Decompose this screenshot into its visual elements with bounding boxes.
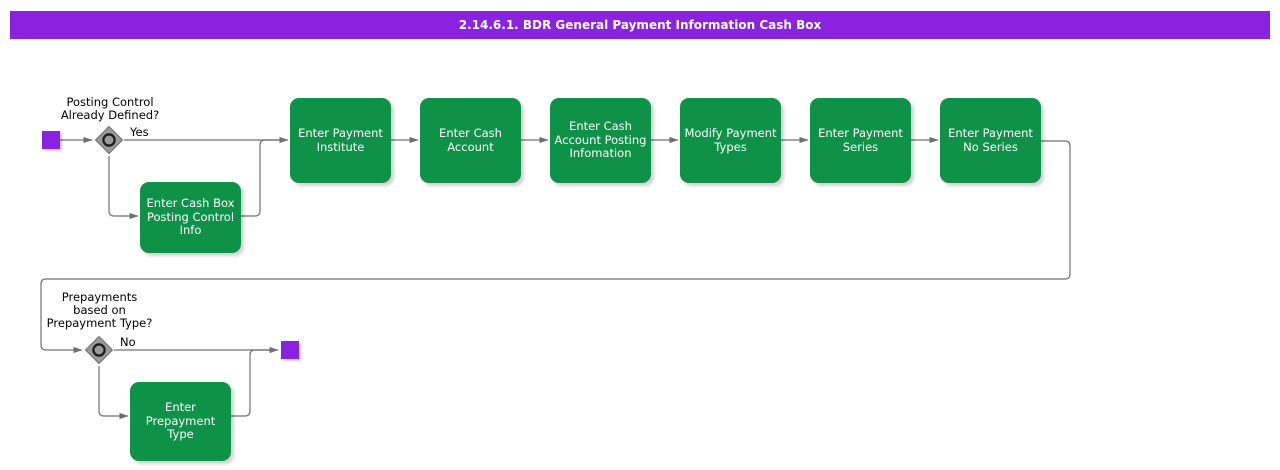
task-enter-cash-account[interactable]: Enter Cash Account — [420, 98, 521, 183]
task-label: Enter Payment Series — [818, 126, 903, 154]
task-label: Enter Payment No Series — [948, 126, 1033, 154]
task-label: Enter Cash Account — [439, 126, 502, 154]
edge-gateway2-yes — [98, 366, 129, 420]
gateway-prepayments[interactable] — [84, 335, 114, 365]
edge-gateway1-no — [108, 156, 139, 220]
task-enter-cash-box-posting-control-info[interactable]: Enter Cash Box Posting Control Info — [140, 182, 241, 253]
task-enter-payment-series[interactable]: Enter Payment Series — [810, 98, 911, 183]
task-label: Enter Cash Box Posting Control Info — [146, 196, 235, 238]
edge-prepayment-merge — [231, 349, 272, 417]
gateway-diamond-icon — [94, 125, 124, 155]
task-enter-payment-institute[interactable]: Enter Payment Institute — [290, 98, 391, 183]
task-label: Enter Prepayment Type — [145, 400, 216, 442]
task-label: Enter Payment Institute — [298, 126, 383, 154]
task-enter-payment-no-series[interactable]: Enter Payment No Series — [940, 98, 1041, 183]
start-event[interactable] — [42, 131, 60, 149]
task-enter-prepayment-type[interactable]: Enter Prepayment Type — [130, 382, 231, 461]
gateway-prepayments-question: Prepayments based on Prepayment Type? — [46, 290, 153, 330]
end-event[interactable] — [281, 341, 299, 359]
task-label: Enter Cash Account Posting Infomation — [554, 119, 647, 161]
diagram-title-bar: 2.14.6.1. BDR General Payment Informatio… — [10, 11, 1270, 39]
gateway-posting-control[interactable] — [94, 125, 124, 155]
edge-cashbox-merge — [241, 139, 282, 217]
task-label: Modify Payment Types — [684, 126, 777, 154]
task-modify-payment-types[interactable]: Modify Payment Types — [680, 98, 781, 183]
gateway-prepayments-branch-label: No — [120, 335, 136, 349]
gateway-diamond-icon — [84, 335, 114, 365]
gateway-posting-control-branch-label: Yes — [130, 125, 149, 139]
page-title: 2.14.6.1. BDR General Payment Informatio… — [458, 18, 822, 32]
task-enter-cash-account-posting-information[interactable]: Enter Cash Account Posting Infomation — [550, 98, 651, 183]
gateway-posting-control-question: Posting Control Already Defined? — [60, 95, 160, 122]
